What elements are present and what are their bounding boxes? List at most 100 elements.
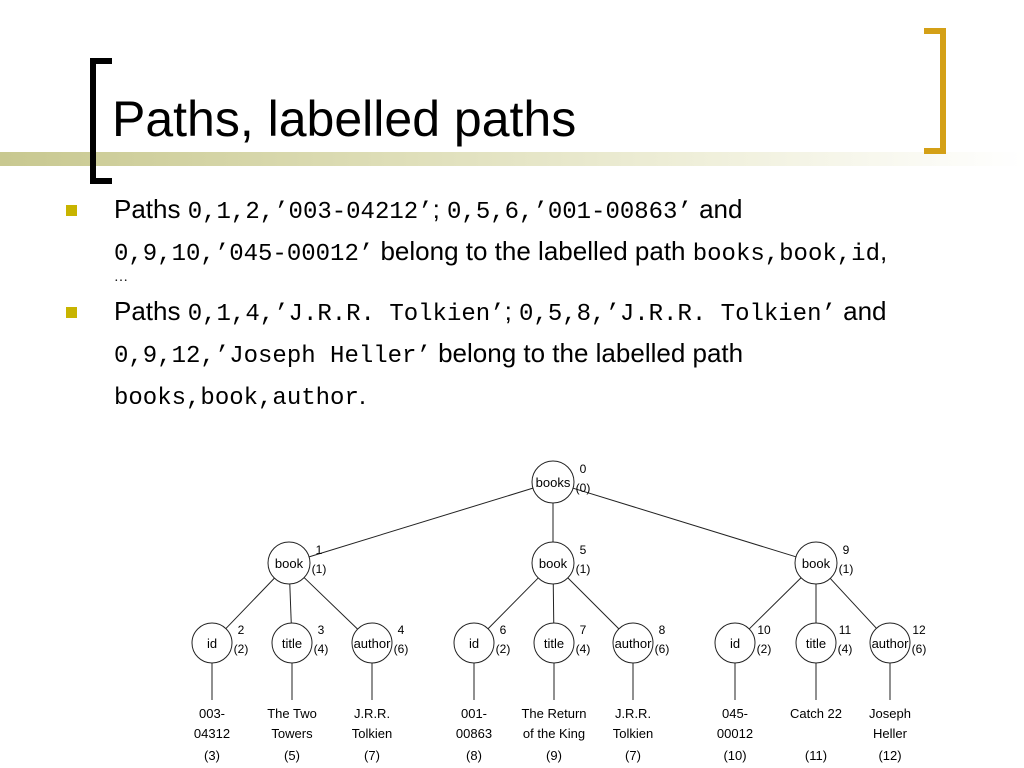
tree-node-circle: [795, 622, 837, 664]
tree-node-number: 12: [912, 623, 926, 637]
tree-node-number: 4: [398, 623, 405, 637]
tree-node-type-tag: (2): [496, 642, 511, 656]
leaf-value-text: 04312: [194, 726, 230, 741]
tree-edge: [289, 583, 292, 624]
tree-node-circle: [869, 622, 911, 664]
bullet-text: belong to the labelled path: [373, 236, 693, 266]
tree-node-circle: [271, 622, 313, 664]
leaf-value-text: of the King: [523, 726, 585, 741]
path-code: 0,1,2,’003-04212’: [187, 199, 433, 226]
leaf-value-text: Joseph: [869, 706, 911, 721]
leaf-value-text: (5): [284, 748, 300, 763]
tree-node-label: book: [275, 556, 304, 571]
tree-node-type-tag: (4): [576, 642, 591, 656]
tree-node-type-tag: (0): [576, 481, 591, 495]
tree-node-circle: [714, 622, 756, 664]
leaf-value-text: Tolkien: [613, 726, 653, 741]
tree-node-type-tag: (4): [314, 642, 329, 656]
leaf-value-text: 045-: [722, 706, 748, 721]
path-code: 0,5,8,’J.R.R. Tolkien’: [519, 301, 836, 328]
tree-node-type-tag: (6): [655, 642, 670, 656]
leaf-value-text: 00863: [456, 726, 492, 741]
tree-edge: [567, 577, 620, 630]
bullet-text: .: [358, 380, 367, 410]
bullet-books-book-author: Paths 0,1,4,’J.R.R. Tolkien’; 0,5,8,’J.R…: [60, 292, 920, 418]
tree-node-circle: [533, 622, 575, 664]
tree-edge: [572, 487, 797, 558]
tree-node-number: 10: [757, 623, 771, 637]
tree-node-circle: [531, 541, 575, 585]
tree-node-circle: [453, 622, 495, 664]
tree-node-number: 0: [580, 462, 587, 476]
path-code: 0,5,6,’001-00863’: [447, 199, 692, 226]
tree-node-label: books: [536, 475, 571, 490]
title-underline-band: [0, 152, 1024, 166]
slide-title: Paths, labelled paths: [112, 91, 577, 147]
leaf-value-text: 001-: [461, 706, 487, 721]
tree-node-label: title: [806, 636, 826, 651]
leaf-value-text: Towers: [271, 726, 313, 741]
right-bracket-decoration: [924, 28, 946, 154]
bullet-text: ;: [432, 194, 448, 224]
tree-node-label: book: [802, 556, 831, 571]
ellipsis: …: [114, 270, 128, 285]
leaf-value-text: 003-: [199, 706, 225, 721]
tree-node-label: book: [539, 556, 568, 571]
bullet-text: Paths: [114, 296, 188, 326]
tree-node-circle: [531, 460, 575, 504]
leaf-value-text: (7): [625, 748, 641, 763]
bullet-square-icon: [66, 205, 77, 216]
tree-node-label: author: [615, 636, 653, 651]
tree-node-type-tag: (6): [394, 642, 409, 656]
tree-node-number: 3: [318, 623, 325, 637]
leaf-value-text: (7): [364, 748, 380, 763]
tree-node-label: title: [544, 636, 564, 651]
tree-node-label: author: [872, 636, 910, 651]
bullet-list: Paths 0,1,2,’003-04212’; 0,5,6,’001-0086…: [60, 190, 920, 418]
bullet-books-book-id: Paths 0,1,2,’003-04212’; 0,5,6,’001-0086…: [60, 190, 920, 274]
leaf-value-text: J.R.R.: [615, 706, 651, 721]
labelled-path-code: books,book,id: [692, 241, 880, 268]
tree-edge: [487, 577, 539, 630]
bullet-square-icon: [66, 307, 77, 318]
tree-node-type-tag: (4): [838, 642, 853, 656]
tree-node-label: id: [730, 636, 740, 651]
leaf-value-text: (9): [546, 748, 562, 763]
leaf-value-text: Tolkien: [352, 726, 392, 741]
tree-node-number: 6: [500, 623, 507, 637]
tree-node-type-tag: (1): [839, 562, 854, 576]
tree-node-circle: [612, 622, 654, 664]
tree-node-number: 7: [580, 623, 587, 637]
path-code: 0,9,12,’Joseph Heller’: [114, 343, 431, 370]
leaf-value-text: The Return: [521, 706, 586, 721]
tree-node-label: id: [207, 636, 217, 651]
tree-node-circle: [351, 622, 393, 664]
tree-node-number: 1: [316, 543, 323, 557]
path-code: 0,9,10,’045-00012’: [114, 241, 374, 268]
tree-node-circle: [794, 541, 838, 585]
tree-node-type-tag: (1): [312, 562, 327, 576]
tree-node-label: author: [354, 636, 392, 651]
leaf-value-text: (3): [204, 748, 220, 763]
tree-node-type-tag: (2): [757, 642, 772, 656]
bullet-text: and: [691, 194, 743, 224]
bullet-text: belong to the labelled path: [430, 338, 744, 368]
bullet-text: ,: [879, 236, 888, 266]
tree-node-type-tag: (6): [912, 642, 927, 656]
tree-node-number: 8: [659, 623, 666, 637]
bullet-text: ;: [504, 296, 520, 326]
tree-node-circle: [267, 541, 311, 585]
tree-node-type-tag: (2): [234, 642, 249, 656]
bullet-text: Paths: [114, 194, 188, 224]
tree-node-number: 2: [238, 623, 245, 637]
leaf-value-text: Catch 22: [790, 706, 842, 721]
leaf-value-text: J.R.R.: [354, 706, 390, 721]
tree-node-number: 9: [843, 543, 850, 557]
tree-node-number: 5: [580, 543, 587, 557]
leaf-value-text: (11): [805, 748, 827, 763]
leaf-value-text: Heller: [873, 726, 908, 741]
leaf-value-text: (12): [878, 748, 901, 763]
tree-node-circle: [191, 622, 233, 664]
left-bracket-decoration: [90, 58, 112, 184]
tree-edge: [308, 487, 534, 558]
